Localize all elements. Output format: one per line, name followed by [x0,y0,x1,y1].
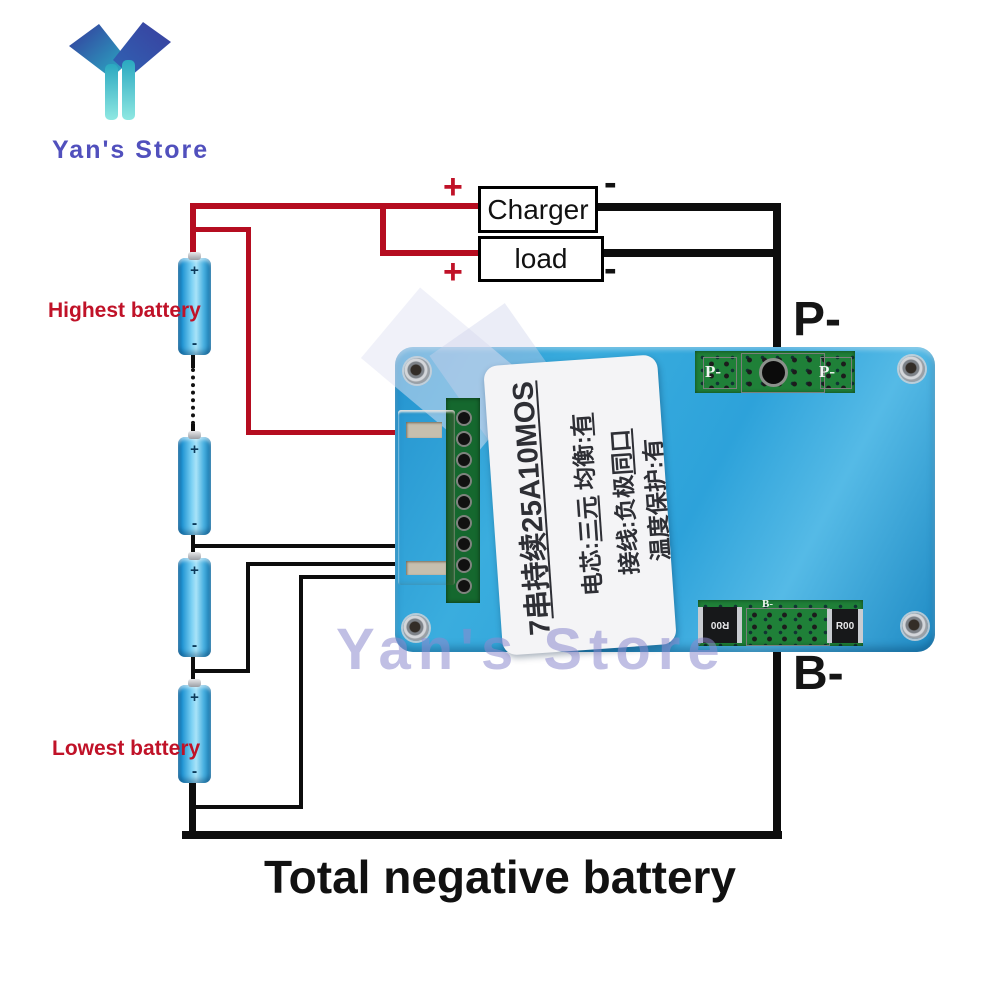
battery-plus-mark: + [190,562,199,579]
solder-pad [746,608,830,646]
wire-total-negative-bus [182,831,782,839]
wire-red-load-feed [380,250,480,256]
solder-pad [820,357,852,389]
connector-slot [406,422,442,438]
wire-charger-negative [592,203,781,211]
screw-hole [902,613,928,639]
battery-plus-mark: + [190,689,199,706]
lowest-battery-label: Lowest battery [52,737,201,760]
wire-link-bat1-bat2-dotted [191,368,195,425]
silk-b-minus: B- [762,598,773,610]
battery-minus-mark: - [191,335,198,352]
battery-minus-mark: - [191,515,198,532]
connector-pin [456,473,472,489]
wire-bat4-negative-drop [189,781,196,838]
battery-terminal-nub [188,252,201,260]
charger-minus-sign: - [604,162,617,204]
connector-pin [456,536,472,552]
wire-red-balance-to-connector [246,430,401,435]
wire-balance-tap3-bottom [191,805,303,809]
connector-pin [456,494,472,510]
wire-load-negative [598,249,775,257]
p-minus-pad-strip: P- P- [695,351,855,393]
load-plus-sign: + [443,253,463,291]
bms-pcb-board: P- P- B- R00 R00 [360,287,935,656]
wire-red-load-branch-vertical [380,205,386,255]
store-logo-icon [69,22,171,120]
spec-line-1: 7串持续25A10MOS [499,372,557,646]
connector-pin [456,557,472,573]
battery-plus-mark: + [190,441,199,458]
battery-terminal-nub [188,679,201,687]
wire-red-balance-vertical [246,227,251,435]
store-logo-text: Yan's Store [52,136,210,164]
total-negative-label: Total negative battery [263,851,737,903]
battery-minus-mark: - [191,637,198,654]
screw-hole [403,615,429,641]
battery-cell-1: + - [178,252,211,355]
wire-balance-tap3-vertical [299,575,303,809]
wire-link-bat1-bat2-top [191,355,195,368]
spec-label: 7串持续25A10MOS 电芯:三元 均衡:有 接线:负极同口 温度保护:有 [483,354,677,656]
wire-balance-tap2-horizontal [246,562,401,566]
wire-balance-tap1-horizontal [191,544,401,548]
battery-cell-3: + - [178,552,211,657]
battery-cell-2: + - [178,431,211,535]
wire-red-balance-branch [190,227,251,232]
battery-terminal-nub [188,431,201,439]
wire-b-minus-vertical [773,645,781,835]
screw-hole [404,358,430,384]
charger-plus-sign: + [443,168,463,206]
load-box: load [478,236,604,282]
connector-pin [456,410,472,426]
wire-balance-tap3-horizontal [299,575,401,579]
balance-connector-housing [398,410,455,585]
b-minus-pad-strip: B- R00 R00 [698,598,863,646]
battery-cell-4: + - [178,679,211,783]
battery-terminal-nub [188,552,201,560]
battery-plus-mark: + [190,262,199,279]
connector-pin [456,431,472,447]
solder-pad [703,357,737,389]
connector-slot [406,561,446,575]
screw-hole [899,356,925,382]
silk-p-minus-left: P- [705,362,722,381]
connector-pin [456,452,472,468]
wire-p-minus-vertical [773,203,781,348]
resistor-r00-right: R00 [827,609,863,643]
wire-balance-tap2-stub [191,669,250,673]
silk-p-minus-right: P- [819,362,836,381]
watermark-text: Yan's Store [336,617,727,682]
b-minus-label: B- [793,647,844,700]
connector-pin [456,515,472,531]
battery-minus-mark: - [191,763,198,780]
charger-box: Charger [478,186,598,233]
connector-pin [456,578,472,594]
spec-line-1-main: 串持续25A10MOS [507,380,556,621]
load-minus-sign: - [604,248,617,290]
highest-battery-label: Highest battery [48,299,201,322]
balance-connector-pcb [446,398,480,603]
wire-balance-tap2-vertical [246,562,250,673]
wire-red-top-feed [190,203,480,209]
p-minus-terminal-hole [759,358,788,387]
p-minus-label: P- [793,293,841,346]
